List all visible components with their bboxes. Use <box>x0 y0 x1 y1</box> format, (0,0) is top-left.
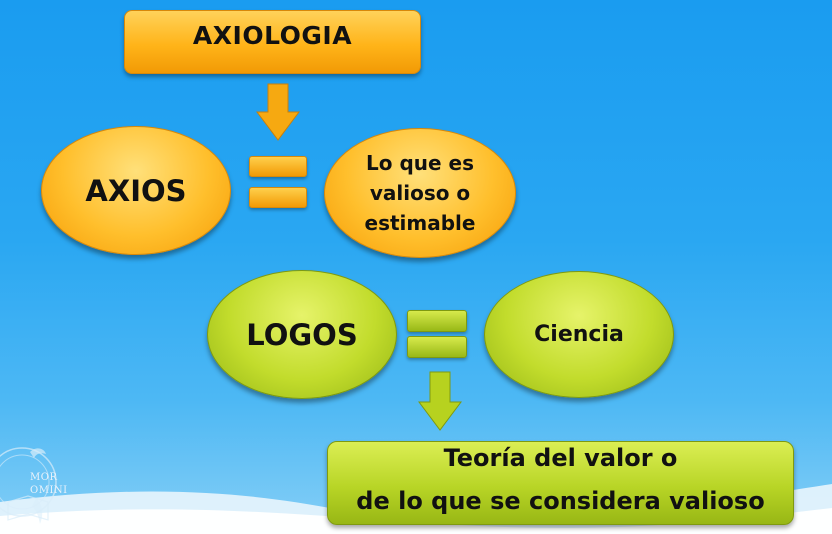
logo-text: MOR OMINI <box>30 471 68 497</box>
axios-meaning-ellipse: Lo que es valioso o estimable <box>324 128 516 258</box>
result-line2: de lo que se considera valioso <box>356 487 765 515</box>
down-arrow-green-icon <box>418 371 462 431</box>
logo-text-line2: OMINI <box>30 485 68 496</box>
logos-label: LOGOS <box>246 317 358 352</box>
institution-logo-icon <box>0 447 57 524</box>
axios-meaning-line1: Lo que es <box>366 151 474 175</box>
result-box: Teoría del valor o de lo que se consider… <box>327 441 794 525</box>
axios-ellipse: AXIOS <box>41 126 231 255</box>
down-arrow-orange-icon <box>256 83 300 141</box>
logos-meaning-label: Ciencia <box>534 322 624 347</box>
axiologia-box: AXIOLOGIA <box>124 10 421 74</box>
equals-bar-bottom-orange <box>249 187 307 208</box>
equals-bar-top-orange <box>249 156 307 177</box>
axios-meaning-line2: valioso o <box>369 181 471 205</box>
logos-meaning-ellipse: Ciencia <box>484 271 674 398</box>
axios-meaning-line3: estimable <box>364 211 476 235</box>
logo-text-line1: MOR <box>30 472 58 483</box>
logos-ellipse: LOGOS <box>207 270 397 399</box>
equals-bar-bottom-green <box>407 336 467 358</box>
equals-bar-top-green <box>407 310 467 332</box>
axiologia-label: AXIOLOGIA <box>192 20 353 50</box>
axios-label: AXIOS <box>85 173 187 208</box>
result-line1: Teoría del valor o <box>443 444 678 472</box>
